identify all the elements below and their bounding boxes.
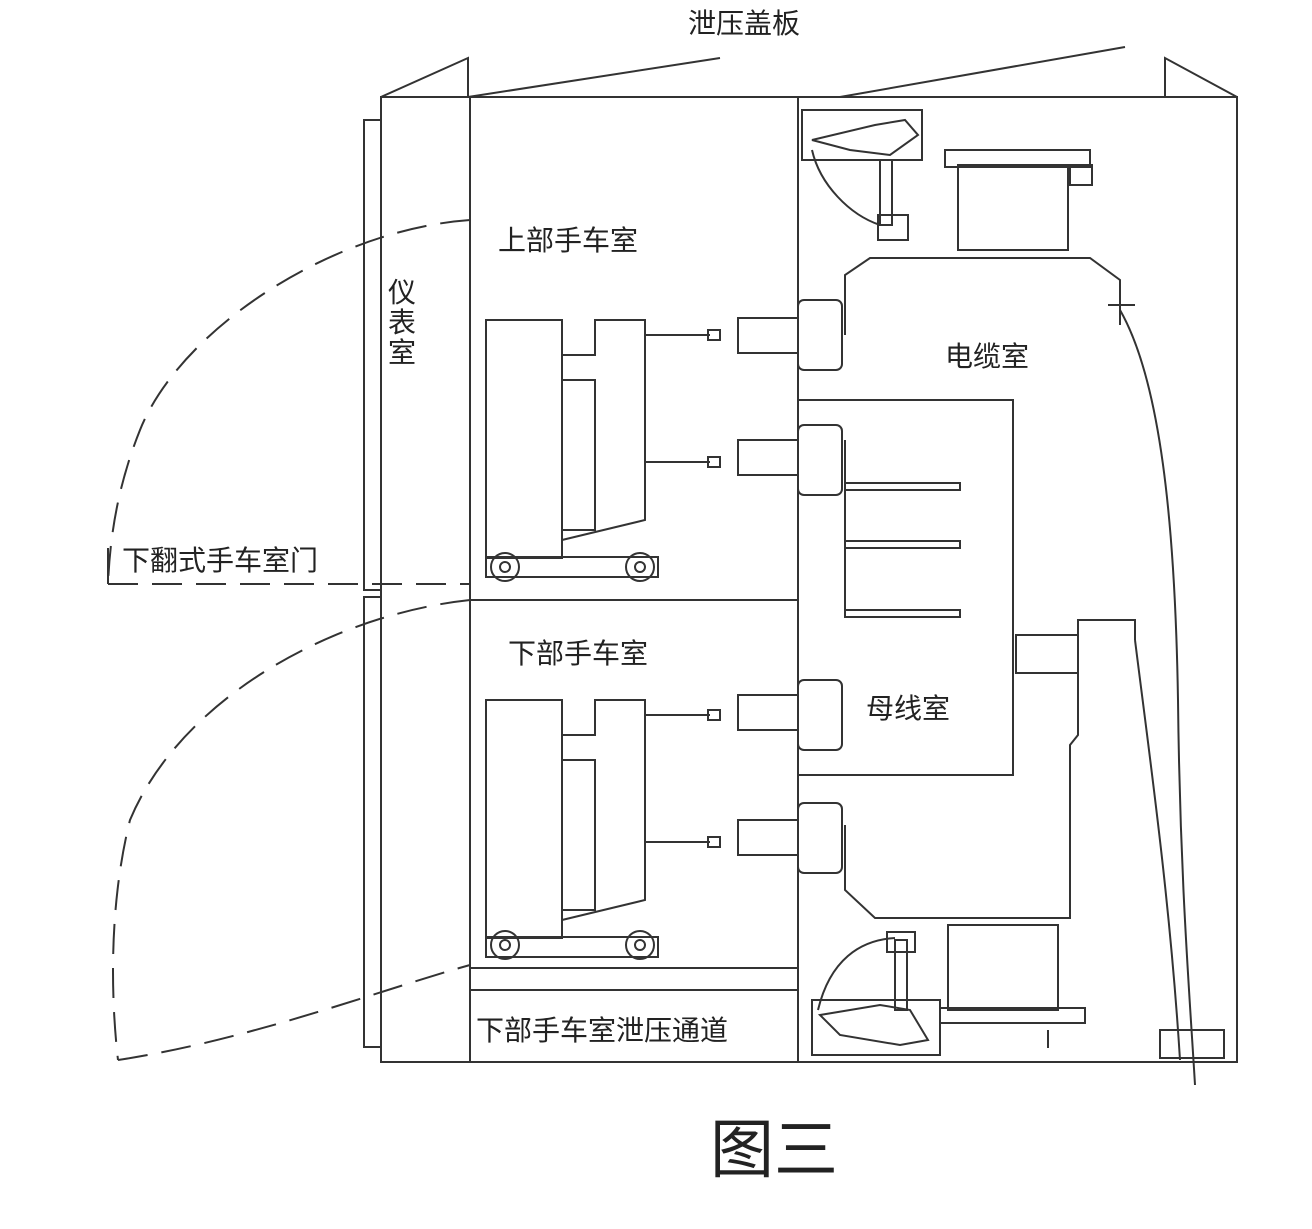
lower-earth-switch-spring [817,1003,930,1047]
upper-wheel-right [625,552,655,582]
cable-run-outer [1119,309,1196,1086]
busbar-2 [844,540,961,549]
upper-door-panel [363,119,382,591]
lower-wheel-right-hub [634,939,646,951]
upper-truck-body [485,319,563,559]
door-swing-arcs [107,219,471,1061]
upper-truck-panel [561,379,596,531]
bushing-4 [737,819,799,856]
relief-channel-label: 下部手车室泄压通道 [476,1014,728,1047]
lower-contact-tip-2 [707,836,721,848]
busbar-room-label: 母线室 [866,692,950,725]
lower-truck-base [485,936,659,958]
relief-leader-2 [839,46,1126,98]
bushing-4-flange [797,802,843,874]
door-label: 下翻式手车室门 [122,544,318,577]
upper-earth-switch-base [877,214,909,241]
upper-ct-terminal [1069,164,1093,186]
upper-breaker-truck [485,319,721,582]
upper-wheel-left-hub [499,561,511,573]
lower-truck-frame [561,699,646,921]
busbar-1 [844,482,961,491]
bushing-2-flange [797,424,843,496]
bushing-2 [737,439,799,476]
lower-conductor [844,619,1136,919]
upper-ct-mount [944,149,1091,168]
busbar-room [798,399,1014,776]
contact-bushings [737,299,843,874]
relief-flap-front [380,56,469,98]
lower-truck-room-label: 下部手车室 [508,637,648,670]
instrument-room-label-2: 表 [388,306,416,339]
relief-flap-rear [1164,56,1238,98]
instrument-room-label-1: 仪 [388,276,416,309]
cable-terminal [1015,634,1079,674]
upper-truck-room-label: 上部手车室 [498,224,638,257]
upper-earth-switch-rod [879,159,893,226]
upper-door-arc [107,219,471,586]
lower-wheel-left [490,930,520,960]
lower-door-arc-return [117,964,471,1061]
upper-wheel-right-hub [634,561,646,573]
lower-door-arc [112,599,471,1061]
lower-wheel-right [625,930,655,960]
figure-caption: 图三 [710,1114,838,1188]
bushing-3-flange [797,679,843,751]
upper-earth-switch-arc [811,149,881,226]
cable-run-inner [1134,639,1181,1061]
lower-earth-switch-arc [817,937,896,1011]
lower-truck-body [485,699,563,939]
lower-truck-panel [561,759,596,911]
labels: 泄压盖板 上部手车室 仪 表 室 电缆室 下翻式手车室门 下部手车室 母线室 下… [122,7,1029,1188]
bushing-1-flange [797,299,843,371]
bushing-1 [737,317,799,354]
bushing-3 [737,694,799,731]
upper-truck-frame [561,319,646,541]
relief-leader-1 [467,57,721,98]
upper-conductor [844,257,1121,335]
lower-wheel-left-hub [499,939,511,951]
lower-earth-switch-rod [894,939,908,1011]
upper-wheel-left [490,552,520,582]
lower-earth-switch-base [886,931,916,953]
upper-truck-base [485,556,659,578]
cable-room-label: 电缆室 [945,340,1029,373]
instrument-room-label-3: 室 [388,336,416,369]
lower-current-transformer [947,924,1059,1011]
lower-door-panel [363,596,382,1048]
upper-contact-tip-2 [707,456,721,468]
cable-room-equipment [801,109,1225,1086]
upper-current-transformer [957,164,1069,251]
cabinet-outline [363,96,1238,1063]
busbar-room-box [798,399,1014,776]
upper-earth-switch-spring [811,118,920,157]
lower-earth-switch-box [811,999,941,1056]
lower-contact-tip-1 [707,709,721,721]
relief-covers [380,46,1238,98]
upper-contact-tip-1 [707,329,721,341]
relief-cover-label: 泄压盖板 [688,7,800,40]
earth-bar [1159,1029,1225,1059]
busbar-3 [844,609,961,618]
upper-earth-switch-box [801,109,923,161]
lower-breaker-truck [485,699,721,960]
